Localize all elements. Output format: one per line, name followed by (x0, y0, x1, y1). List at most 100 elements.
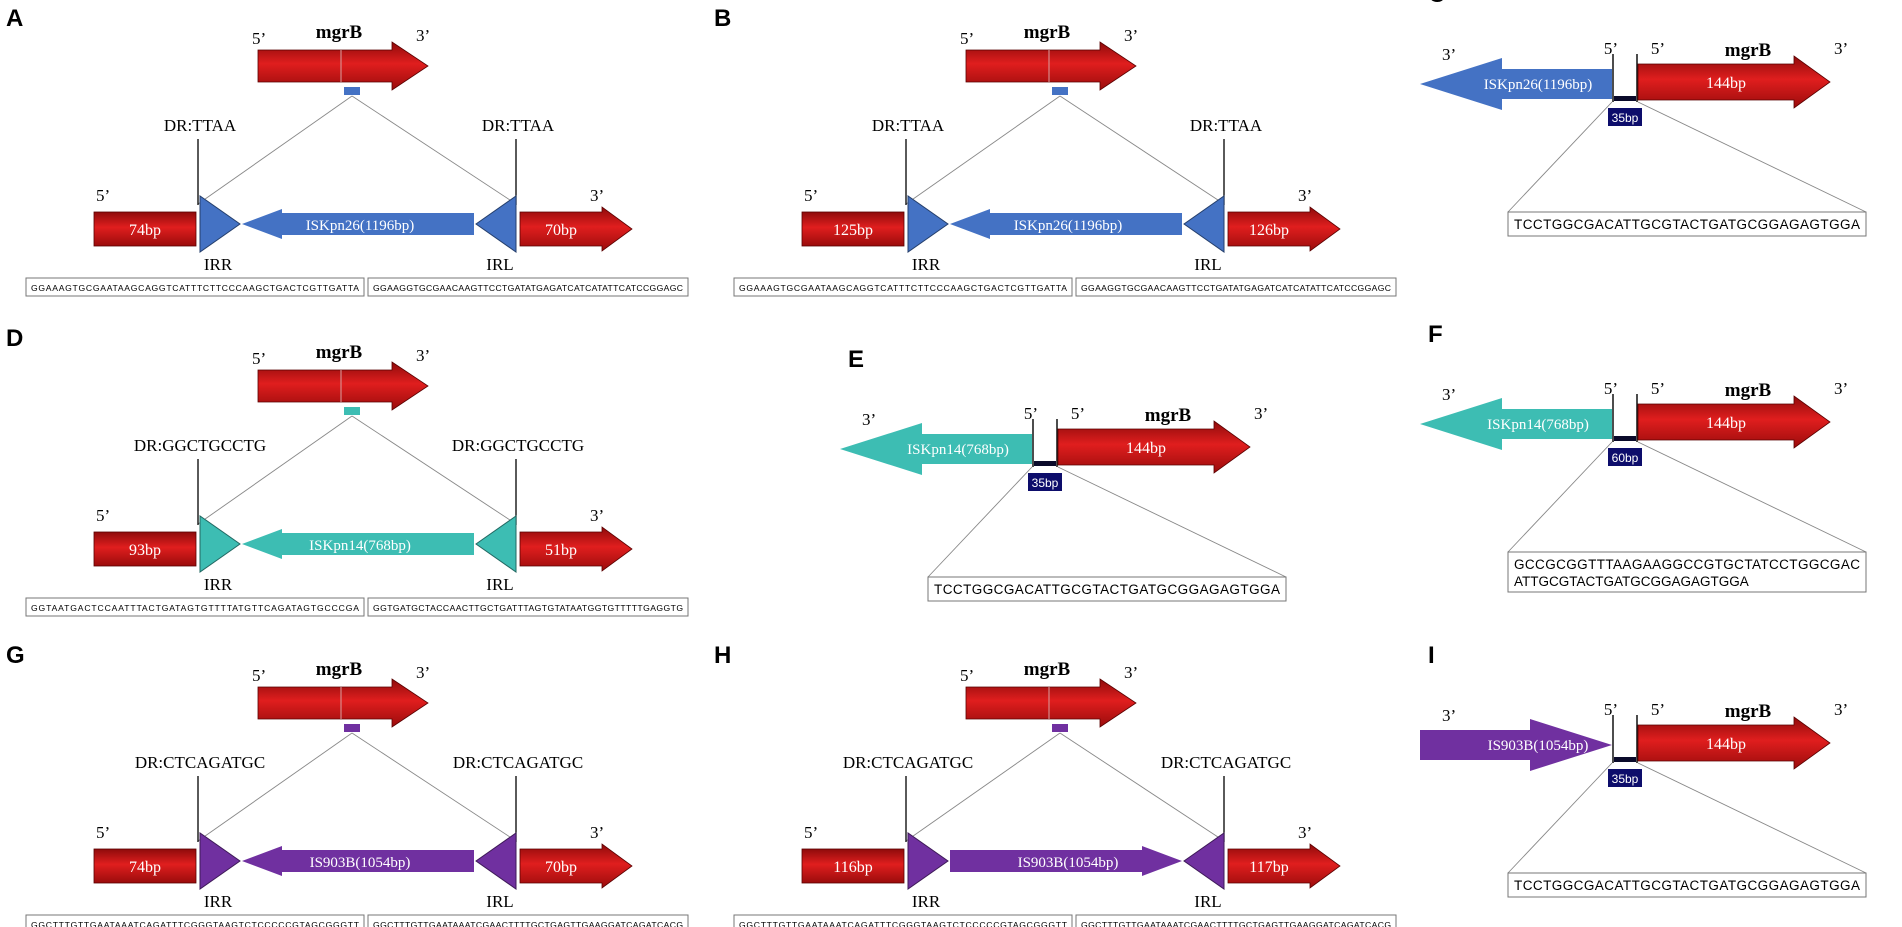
seq-left-text: GGAAAGTGCGAATAAGCAGGTCATTTCTTCCCAAGCTGAC… (739, 283, 1067, 293)
five-prime-label: 5’ (1604, 700, 1618, 719)
panel-letter: I (1428, 642, 1435, 669)
seq-box-left (25, 914, 365, 927)
gene-name-mgrb: mgrB (1024, 659, 1071, 680)
five-prime-label: 5’ (1651, 39, 1665, 58)
irr-label: IRR (204, 255, 233, 274)
three-prime-label: 3’ (416, 26, 430, 45)
five-prime-label: 5’ (960, 29, 974, 48)
five-prime-label: 5’ (1024, 404, 1038, 423)
three-prime-label: 3’ (1124, 663, 1138, 682)
left-flank-label: 74bp (129, 859, 161, 876)
dr-label-right: DR:GGCTGCCTG (452, 436, 584, 455)
five-prime-label: 5’ (252, 349, 266, 368)
seq-right-text: GGCTTTGTTGAATAAATCGAACTTTTGCTGAGTTGAAGGA… (1081, 920, 1391, 927)
left-flank-label: 74bp (129, 222, 161, 239)
right-flank-label: 117bp (1249, 859, 1288, 876)
zoom-line-left (197, 415, 353, 525)
gap-length-box (1608, 108, 1642, 126)
is-element-label: ISKpn14(768bp) (1487, 417, 1589, 433)
is-element-label: ISKpn14(768bp) (309, 538, 411, 554)
three-prime-label: 3’ (416, 346, 430, 365)
mgrb-length-label: 144bp (1706, 415, 1746, 432)
right-flank-label: 70bp (545, 222, 577, 239)
five-prime-label: 5’ (960, 666, 974, 685)
five-prime-label: 5’ (1604, 379, 1618, 398)
mgrb-arrow (1637, 395, 1831, 449)
right-flank-arrow (519, 843, 633, 889)
mgrb-arrow (1637, 716, 1831, 770)
zoom-line-right (1637, 101, 1867, 213)
five-prime-label: 5’ (804, 186, 818, 205)
three-prime-label: 3’ (1834, 700, 1848, 719)
zoom-line-right (1637, 441, 1867, 553)
seq-box-right (1075, 277, 1397, 297)
is-element-arrow (242, 529, 474, 559)
right-flank-label: 51bp (545, 542, 577, 559)
five-prime-label: 5’ (1651, 379, 1665, 398)
right-flank-arrow (519, 206, 633, 252)
zoom-line-left (197, 732, 353, 842)
irr-triangle (199, 195, 241, 253)
is-element-arrow (950, 846, 1182, 876)
is-element-label: ISKpn26(1196bp) (1014, 218, 1123, 234)
three-prime-label: 3’ (1298, 823, 1312, 842)
five-prime-label: 5’ (252, 29, 266, 48)
five-prime-label: 5’ (1604, 39, 1618, 58)
seq-box-right (1075, 914, 1397, 927)
is-element-label: ISKpn26(1196bp) (1484, 77, 1593, 93)
irl-label: IRL (486, 892, 513, 911)
insertion-site-box (344, 87, 360, 95)
zoom-line-right (1059, 732, 1225, 842)
mgrb-length-label: 144bp (1126, 440, 1166, 457)
left-flank-label: 116bp (833, 859, 872, 876)
insertion-site-box (1052, 87, 1068, 95)
left-flank-block (801, 211, 905, 247)
zoom-line-left (905, 95, 1061, 205)
is-element-arrow (950, 209, 1182, 239)
seq-box (1507, 551, 1867, 593)
gap-bar (1614, 757, 1636, 762)
is-element-label: IS903B(1054bp) (1018, 855, 1119, 871)
seq-line: ATTGCGTACTGATGCGGAGAGTGGA (1514, 574, 1749, 589)
seq-line: TCCTGGCGACATTGCGTACTGATGCGGAGAGTGGA (1514, 878, 1860, 893)
is-element-arrow (1420, 719, 1612, 771)
left-flank-block (93, 211, 197, 247)
panel-c: C3’ISKpn26(1196bp)5’35bp5’mgrB3’144bpTCC… (1420, 0, 1867, 237)
three-prime-label: 3’ (1834, 379, 1848, 398)
panel-letter: G (6, 642, 25, 669)
gap-bar (1614, 436, 1636, 441)
irr-triangle (199, 832, 241, 890)
gene-name-mgrb: mgrB (1725, 701, 1772, 722)
irl-triangle (475, 832, 517, 890)
irr-triangle (907, 832, 949, 890)
panel-letter: F (1428, 321, 1443, 348)
three-prime-label: 3’ (590, 186, 604, 205)
three-prime-label: 3’ (1442, 385, 1456, 404)
is-element-arrow (1420, 398, 1612, 450)
irl-triangle (475, 515, 517, 573)
panel-letter: H (714, 642, 731, 669)
is-element-arrow (242, 846, 474, 876)
gap-length-label: 35bp (1032, 476, 1059, 490)
seq-box-right (367, 597, 689, 617)
left-flank-block (93, 531, 197, 567)
irr-label: IRR (204, 892, 233, 911)
three-prime-label: 3’ (1254, 404, 1268, 423)
seq-box-right (367, 277, 689, 297)
seq-line: TCCTGGCGACATTGCGTACTGATGCGGAGAGTGGA (934, 582, 1280, 597)
mgrb-arrow (1057, 420, 1251, 474)
seq-box-left (733, 914, 1073, 927)
dr-label-left: DR:CTCAGATGC (135, 753, 265, 772)
three-prime-label: 3’ (1124, 26, 1138, 45)
dr-label-right: DR:TTAA (482, 116, 555, 135)
seq-left-text: GGTAATGACTCCAATTTACTGATAGTGTTTTATGTTCAGA… (31, 603, 359, 613)
zoom-line-left (1507, 101, 1613, 213)
left-flank-label: 125bp (833, 222, 873, 239)
panel-letter: B (714, 5, 731, 32)
panel-letter: D (6, 325, 23, 352)
zoom-line-right (351, 732, 517, 842)
dr-label-right: DR:CTCAGATGC (453, 753, 583, 772)
seq-right-text: GGAAGGTGCGAACAAGTTCCTGATATGAGATCATCATATT… (373, 283, 683, 293)
